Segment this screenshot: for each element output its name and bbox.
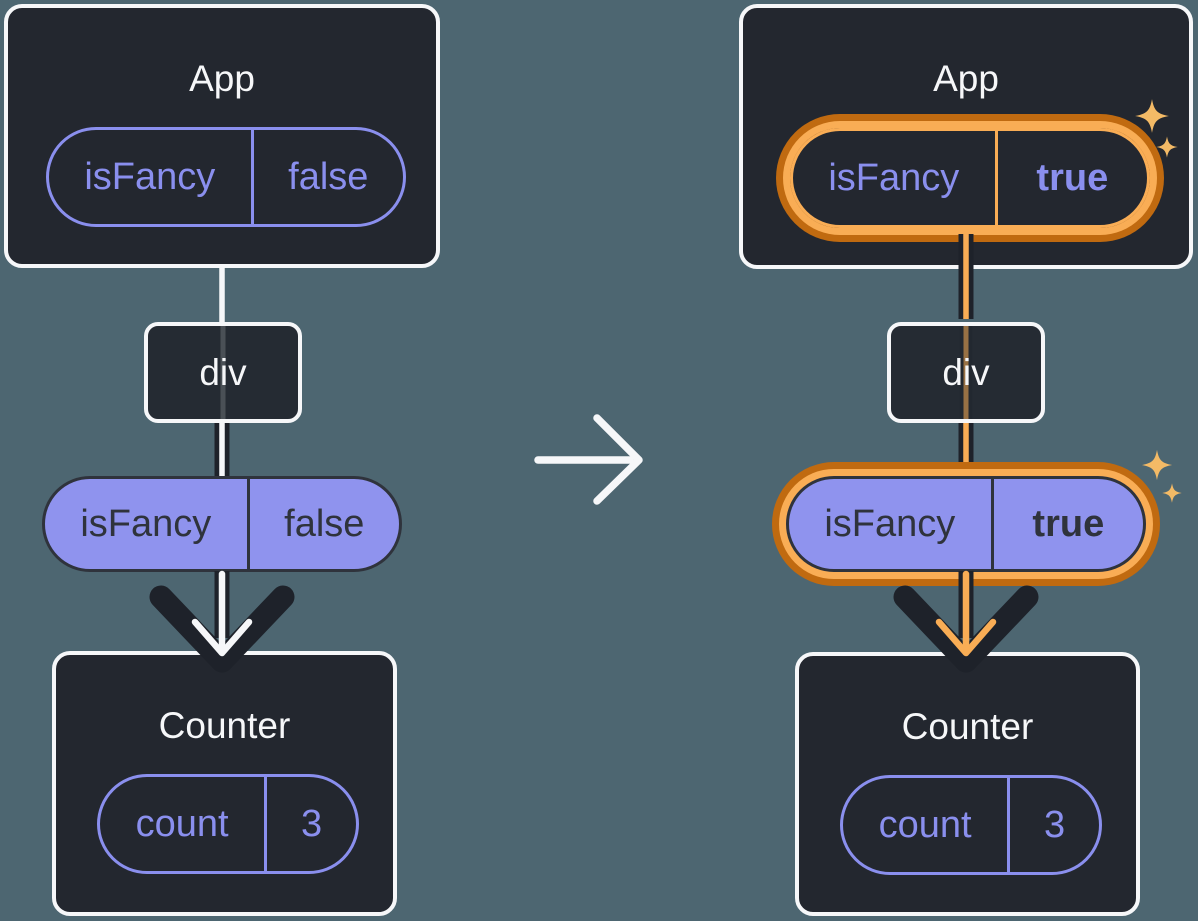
- prop-pill-counter-after-highlighted: isFancy true: [786, 476, 1146, 572]
- component-title: App: [933, 58, 999, 99]
- component-title: Counter: [158, 705, 291, 746]
- dom-node-div-after: div: [887, 322, 1045, 423]
- dom-node-label: div: [942, 351, 990, 393]
- prop-key: isFancy: [80, 502, 212, 545]
- flow-arrow-down-right: [893, 570, 1039, 673]
- state-pill-app-after-highlighted: isFancy true: [790, 128, 1150, 228]
- sparkle-icon: [1141, 449, 1173, 481]
- state-pill-counter-after: count 3: [840, 775, 1102, 875]
- sparkle-icon: [1135, 99, 1169, 133]
- prop-key: isFancy: [824, 502, 956, 545]
- state-key: count: [135, 802, 229, 845]
- state-value: 3: [1007, 778, 1099, 872]
- pass-through-line-core: [963, 326, 969, 419]
- pass-through-line: [220, 326, 226, 419]
- prop-value: true: [990, 479, 1143, 569]
- dom-node-label: div: [199, 351, 247, 393]
- prop-value: false: [246, 479, 399, 569]
- dom-node-div-before: div: [144, 322, 302, 423]
- state-key: count: [878, 803, 972, 846]
- state-value: false: [250, 130, 403, 224]
- component-title: App: [189, 58, 255, 99]
- state-pill-counter-before: count 3: [97, 774, 359, 874]
- sparkle-icon: [1156, 136, 1178, 158]
- sparkle-icon: [1162, 483, 1182, 503]
- counter-component-card-after: Counter count 3: [795, 652, 1140, 916]
- app-component-card-after: App isFancy true: [739, 4, 1193, 269]
- counter-component-card-before: Counter count 3: [52, 651, 397, 916]
- transition-arrow-icon: [534, 414, 643, 505]
- prop-pill-counter-before: isFancy false: [42, 476, 402, 572]
- state-key: isFancy: [828, 156, 960, 199]
- state-value: true: [994, 131, 1147, 225]
- app-component-card-before: App isFancy false: [4, 4, 440, 268]
- state-value: 3: [264, 777, 356, 871]
- state-pill-app-before: isFancy false: [46, 127, 406, 227]
- state-key: isFancy: [84, 155, 216, 198]
- flow-arrow-down-left: [149, 570, 295, 673]
- component-title: Counter: [901, 706, 1034, 747]
